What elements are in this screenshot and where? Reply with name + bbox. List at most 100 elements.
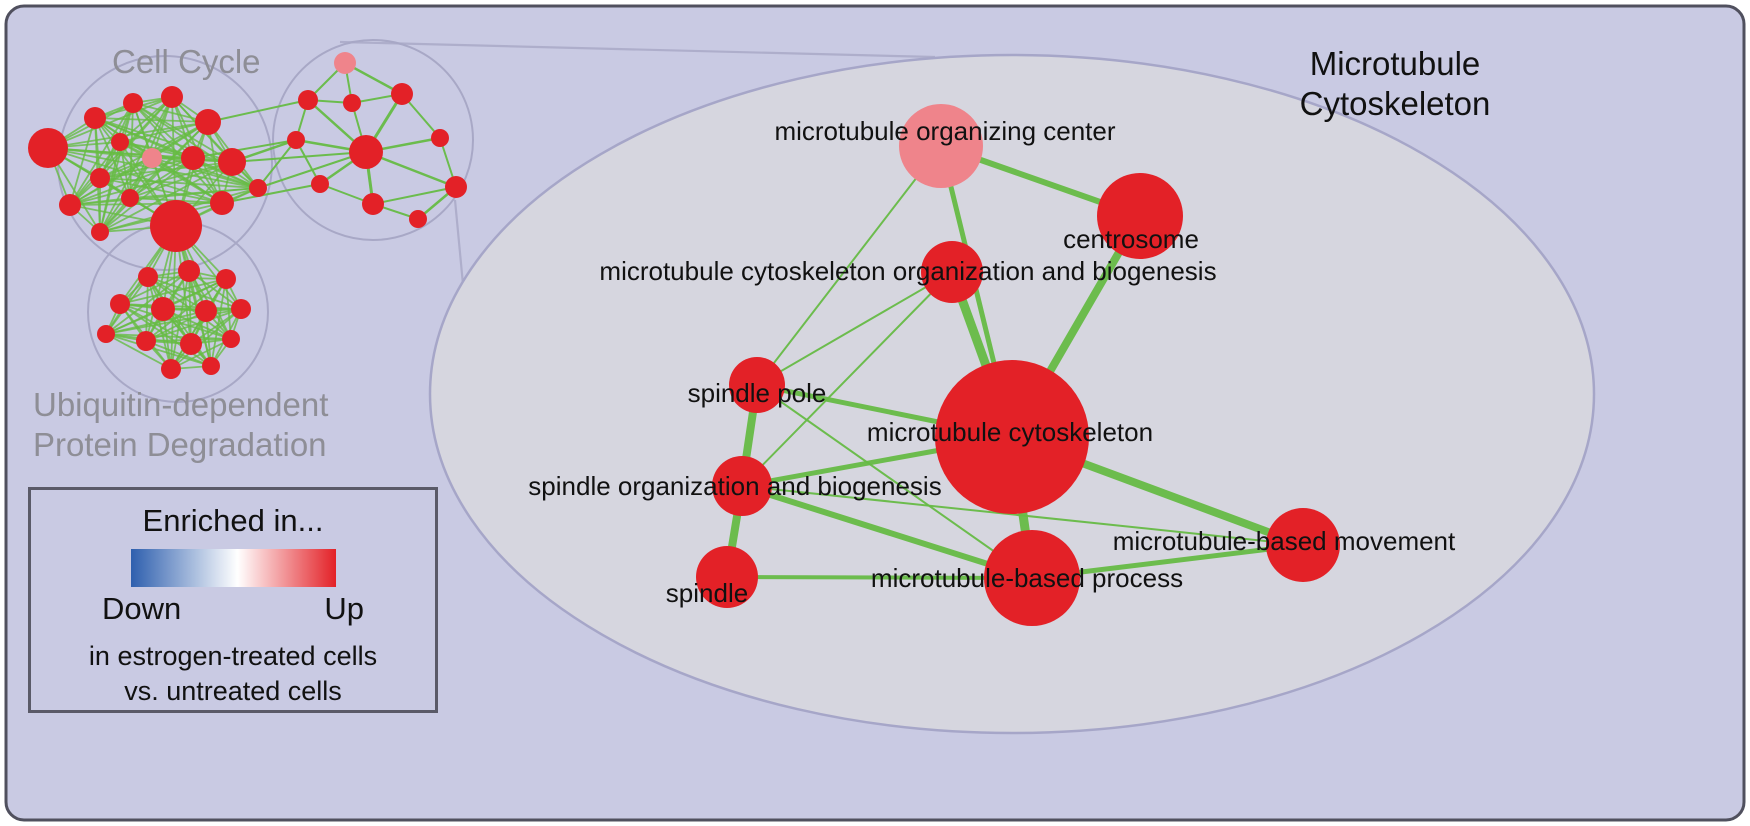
cluster-label-microtubule-line1: Microtubule — [1309, 45, 1481, 82]
overview-edge — [99, 141, 121, 233]
overview-node — [195, 109, 221, 135]
overview-node — [150, 200, 202, 252]
overview-edge — [372, 186, 457, 205]
overview-edge — [129, 161, 233, 199]
legend-title: Enriched in... — [142, 503, 324, 538]
detail-node-labels: microtubule organizing centercentrosomem… — [528, 116, 1456, 608]
overview-nodes — [28, 52, 467, 379]
overview-node — [110, 294, 130, 314]
detail-node-label-centrosome: centrosome — [1063, 224, 1199, 254]
detail-node-microtubule-organizing-center — [899, 104, 983, 188]
overview-edge — [99, 177, 223, 204]
overview-node — [123, 93, 143, 113]
overview-node — [181, 146, 205, 170]
legend-caption-line1: in estrogen-treated cells — [88, 641, 378, 671]
overview-node — [111, 133, 129, 151]
detail-node-label-microtubule-cytoskeleton-organization: microtubule cytoskeleton organization an… — [599, 256, 1216, 286]
legend-endpoints: Down Up — [102, 591, 364, 627]
enrichment-gradient-bar — [130, 549, 336, 587]
overview-edge — [105, 333, 232, 340]
overview-edge — [119, 270, 190, 305]
overview-node — [287, 131, 305, 149]
overview-edge — [99, 157, 194, 179]
overview-node — [178, 260, 200, 282]
overview-node — [142, 148, 162, 168]
overview-node — [409, 210, 427, 228]
overview-edge — [132, 102, 233, 163]
legend-caption-line2: vs. untreated cells — [124, 676, 342, 707]
overview-node — [90, 168, 110, 188]
detail-node-microtubule-cytoskeleton — [935, 360, 1089, 514]
detail-edge — [756, 271, 953, 386]
detail-node-microtubule-cytoskeleton-organization — [921, 241, 983, 303]
zoom-line — [339, 40, 936, 59]
overview-node — [136, 331, 156, 351]
detail-node-microtubule-based-movement — [1266, 508, 1340, 582]
detail-node-label-spindle-pole: spindle pole — [688, 378, 827, 408]
overview-node — [97, 325, 115, 343]
overview-node — [343, 94, 361, 112]
overview-node — [138, 267, 158, 287]
overview-node — [311, 175, 329, 193]
overview-node — [28, 128, 68, 168]
overview-node — [161, 86, 183, 108]
legend-up-label: Up — [324, 591, 364, 626]
overview-edge — [69, 202, 223, 206]
overview-node — [151, 297, 175, 321]
overview-edge — [47, 147, 259, 189]
overview-edge — [119, 121, 209, 143]
overview-node — [91, 223, 109, 241]
overview-node — [391, 83, 413, 105]
cluster-label-ubiquitin-line2: Protein Degradation — [33, 426, 327, 464]
overview-node — [431, 129, 449, 147]
overview-node — [161, 359, 181, 379]
overview-edge — [147, 276, 172, 370]
detail-edge — [741, 271, 953, 487]
overview-node — [249, 179, 267, 197]
overview-edge — [105, 270, 190, 335]
overview-node — [445, 176, 467, 198]
detail-node-spindle-organization — [712, 456, 772, 516]
overview-edge — [119, 96, 173, 143]
detail-node-label-microtubule-organizing-center: microtubule organizing center — [774, 116, 1115, 146]
legend-down-label: Down — [102, 591, 182, 626]
overview-edge — [257, 151, 367, 189]
overview-node — [362, 193, 384, 215]
overview-edge — [99, 177, 259, 189]
overview-edge — [192, 139, 297, 159]
overview-node — [195, 300, 217, 322]
overview-edge — [207, 99, 309, 123]
overview-edge — [145, 340, 212, 367]
overview-edge — [119, 141, 233, 163]
overview-node — [334, 52, 356, 74]
overview-edge — [69, 161, 233, 206]
detail-edge — [725, 575, 1034, 580]
detail-node-spindle — [696, 546, 758, 608]
cluster-label-microtubule-line2: Cytoskeleton — [1299, 85, 1491, 123]
overview-node — [121, 189, 139, 207]
legend: Enriched in... Down Up in estrogen-treat… — [28, 487, 438, 713]
detail-node-label-microtubule-based-process: microtubule-based process — [871, 563, 1183, 593]
overview-node — [222, 330, 240, 348]
overview-edge — [69, 157, 153, 206]
overview-edge — [132, 102, 194, 159]
overview-edge — [69, 102, 134, 206]
overview-node — [218, 148, 246, 176]
overview-edge — [231, 151, 367, 163]
overview-edges — [47, 61, 457, 370]
cluster-label-ubiquitin: Ubiquitin-dependent Protein Degradation — [33, 385, 328, 466]
overview-node — [349, 135, 383, 169]
overview-node — [202, 357, 220, 375]
overview-node — [216, 269, 236, 289]
overview-edge — [69, 157, 194, 206]
detail-nodes — [696, 104, 1340, 626]
cluster-label-cell-cycle: Cell Cycle — [112, 43, 261, 80]
detail-node-centrosome — [1097, 173, 1183, 259]
overview-edge — [105, 308, 242, 335]
overview-node — [59, 194, 81, 216]
detail-edge — [756, 384, 1033, 579]
overview-node — [180, 333, 202, 355]
legend-caption: in estrogen-treated cells vs. untreated … — [31, 639, 435, 709]
overview-edge — [105, 333, 212, 367]
detail-node-label-microtubule-cytoskeleton: microtubule cytoskeleton — [867, 417, 1153, 447]
